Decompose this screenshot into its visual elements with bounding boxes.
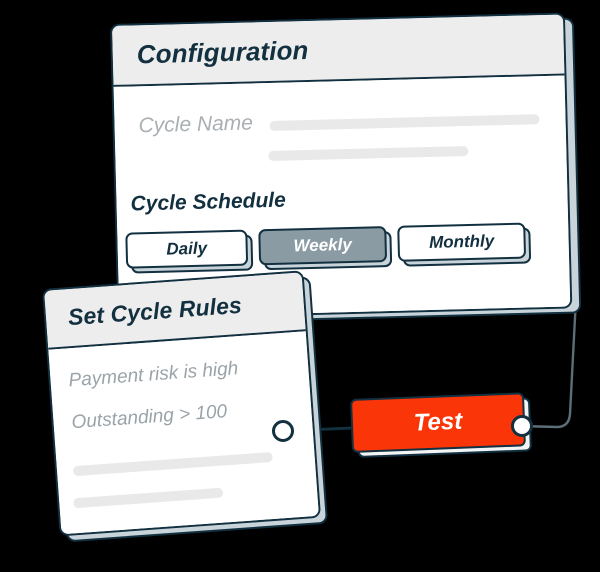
rules-output-node[interactable]	[272, 420, 294, 442]
rule-item-payment-risk[interactable]: Payment risk is high	[67, 358, 239, 392]
cycle-name-input[interactable]	[269, 114, 540, 131]
rule-placeholder-bar-2[interactable]	[73, 487, 224, 509]
cycle-name-label: Cycle Name	[138, 111, 254, 138]
schedule-option-weekly-wrap: Weekly	[258, 226, 393, 271]
schedule-option-daily[interactable]: Daily	[125, 229, 249, 269]
schedule-option-weekly[interactable]: Weekly	[258, 226, 388, 266]
rules-card[interactable]: Set Cycle Rules Payment risk is high Out…	[42, 270, 322, 537]
configuration-card-title: Configuration	[136, 34, 309, 70]
schedule-option-monthly-wrap: Monthly	[397, 222, 532, 267]
rule-item-outstanding[interactable]: Outstanding > 100	[70, 401, 228, 434]
test-output-node[interactable]	[511, 415, 533, 437]
rules-card-title: Set Cycle Rules	[67, 291, 243, 331]
cycle-name-secondary-input[interactable]	[268, 145, 469, 162]
cycle-schedule-label: Cycle Schedule	[130, 188, 287, 216]
rule-placeholder-bar-1[interactable]	[72, 451, 273, 477]
schedule-option-monthly[interactable]: Monthly	[397, 222, 527, 262]
configuration-card[interactable]: Configuration Cycle Name Cycle Schedule …	[110, 12, 573, 320]
schedule-option-daily-wrap: Daily	[125, 229, 254, 274]
test-node-button[interactable]: Test	[350, 392, 526, 453]
configuration-card-header: Configuration	[112, 14, 565, 87]
